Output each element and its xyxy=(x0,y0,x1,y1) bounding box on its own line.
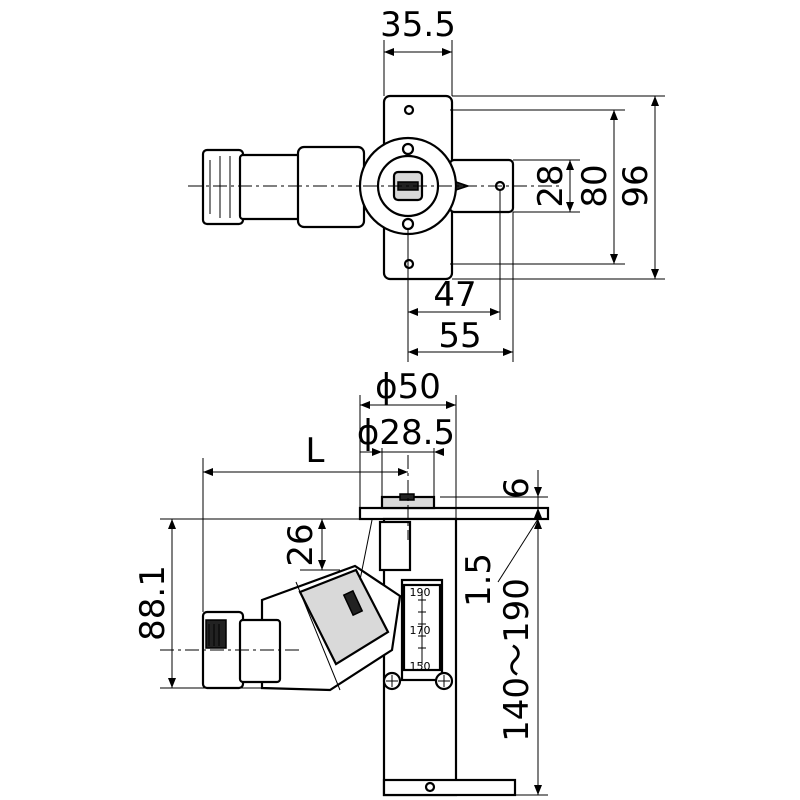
dim-6: 6 xyxy=(497,477,537,499)
side-upper-connector xyxy=(378,520,412,572)
base-foot xyxy=(382,778,517,797)
dim-55: 55 xyxy=(438,316,481,356)
dim-80: 80 xyxy=(575,164,615,207)
scale-tick-190: 190 xyxy=(410,586,431,599)
side-pipe-body xyxy=(238,618,282,684)
dim-L: L xyxy=(306,431,325,471)
dim-26: 26 xyxy=(281,523,321,566)
head-screw-bottom xyxy=(401,217,415,231)
head-screw-top xyxy=(401,142,415,156)
top-pipe-collar xyxy=(296,145,366,229)
plate-screw-hole-top xyxy=(403,104,415,116)
top-pipe-body xyxy=(238,153,302,221)
dim-phi-28-5: ϕ28.5 xyxy=(357,413,455,453)
dim-47: 47 xyxy=(433,275,476,315)
top-view: 35.5 28 80 96 47 55 xyxy=(188,5,665,362)
dim-88-1: 88.1 xyxy=(133,565,173,641)
dim-140-190: 140～190 xyxy=(497,578,537,742)
dim-28: 28 xyxy=(531,164,571,207)
scale-tick-170: 170 xyxy=(410,624,431,637)
side-valve-clamp xyxy=(298,568,390,666)
scale-tick-150: 150 xyxy=(410,660,431,673)
dim-35-5: 35.5 xyxy=(380,5,456,45)
counter-plate xyxy=(358,506,550,521)
dim-96: 96 xyxy=(616,164,656,207)
dim-phi-50: ϕ50 xyxy=(375,367,441,407)
top-pipe-nut xyxy=(201,148,245,226)
plate-screw-hole-bottom xyxy=(403,258,415,270)
dim-1-5: 1.5 xyxy=(459,553,499,607)
side-view: 190 170 150 ϕ50 xyxy=(133,367,550,797)
